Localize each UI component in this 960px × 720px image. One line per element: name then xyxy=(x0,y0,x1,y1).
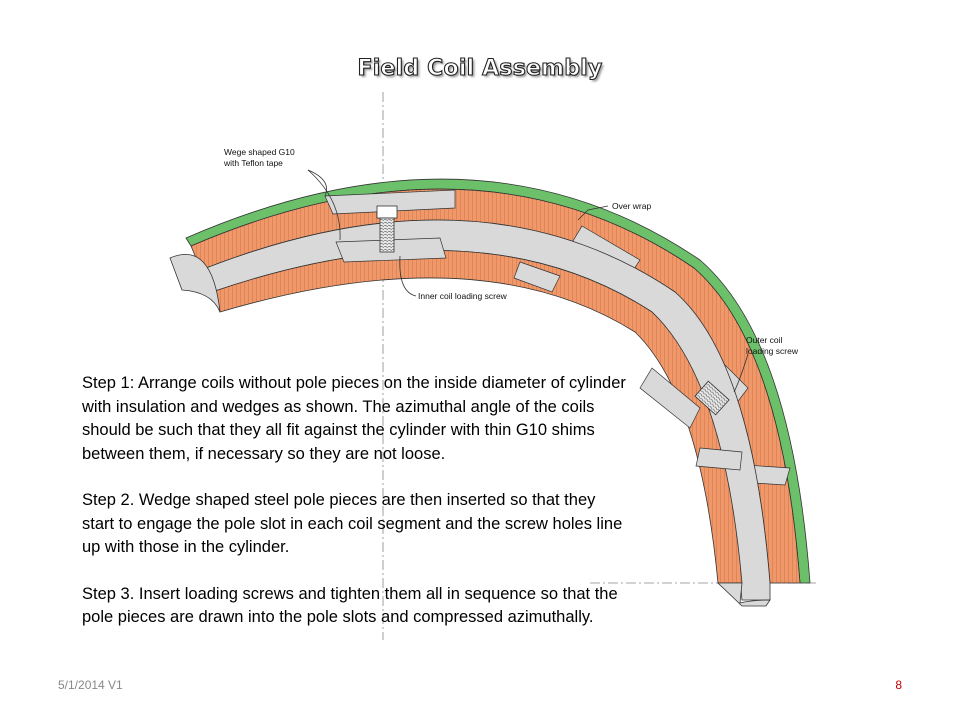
bottom-rim xyxy=(717,582,771,607)
step-1-text: Step 1: Arrange coils without pole piece… xyxy=(82,374,626,463)
callout-wedge-g10-line1: Wege shaped G10 xyxy=(224,147,295,157)
callout-outer-screw-line1: Outer coil xyxy=(746,335,782,345)
callout-inner-screw: Inner coil loading screw xyxy=(418,291,508,301)
outer-coil-loading-screw-icon xyxy=(694,380,730,416)
callout-leaders xyxy=(307,169,749,393)
callout-over-wrap: Over wrap xyxy=(612,201,651,211)
inner-rim xyxy=(169,254,221,313)
callout-wedge-g10-line2: with Teflon tape xyxy=(223,158,283,168)
callout-outer-screw-line2: loading screw xyxy=(746,346,799,356)
page-number: 8 xyxy=(895,678,902,692)
slide-title: Field Coil Assembly xyxy=(357,55,603,81)
footer-date: 5/1/2014 V1 xyxy=(58,678,123,692)
inner-coil-loading-screw-icon xyxy=(376,205,398,253)
inner-ring-spacers xyxy=(335,237,743,471)
assembly-steps: Step 1: Arrange coils without pole piece… xyxy=(82,372,630,653)
step-2-text: Step 2. Wedge shaped steel pole pieces a… xyxy=(82,491,623,556)
step-3-text: Step 3. Insert loading screws and tighte… xyxy=(82,584,618,627)
